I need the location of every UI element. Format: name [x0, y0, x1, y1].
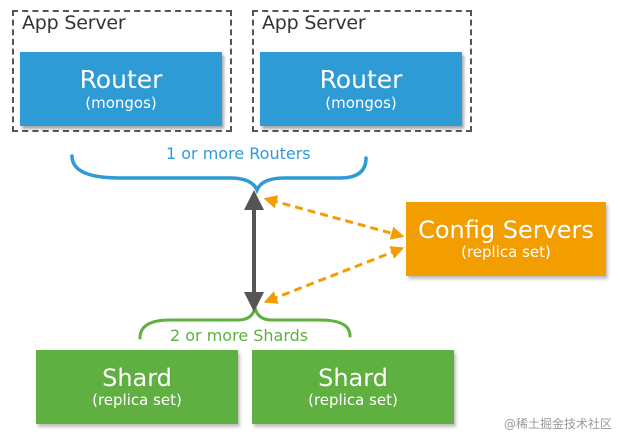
router-title: Router — [319, 65, 403, 95]
config-servers-box[interactable]: Config Servers (replica set) — [406, 202, 606, 276]
watermark-text: @稀土掘金技术社区 — [503, 417, 612, 431]
shard-config-arrow — [263, 246, 405, 304]
app-server-2: App Server Router (mongos) — [252, 10, 472, 132]
shard-title: Shard — [102, 363, 172, 392]
shard-title: Shard — [318, 363, 388, 392]
router-subtitle: (mongos) — [85, 93, 157, 112]
config-title: Config Servers — [418, 215, 594, 244]
app-server-1: App Server Router (mongos) — [12, 10, 232, 132]
router-config-arrow — [263, 195, 405, 240]
router-box-1[interactable]: Router (mongos) — [20, 52, 222, 126]
app-server-label: App Server — [22, 12, 126, 34]
shard-box-1[interactable]: Shard (replica set) — [36, 350, 238, 424]
router-box-2[interactable]: Router (mongos) — [260, 52, 462, 126]
shards-caption: 2 or more Shards — [170, 326, 309, 345]
config-subtitle: (replica set) — [461, 243, 551, 262]
shard-subtitle: (replica set) — [92, 391, 182, 410]
router-title: Router — [79, 65, 163, 95]
shard-box-2[interactable]: Shard (replica set) — [252, 350, 454, 424]
router-subtitle: (mongos) — [325, 93, 397, 112]
shard-subtitle: (replica set) — [308, 391, 398, 410]
routers-caption: 1 or more Routers — [166, 144, 311, 163]
app-server-label: App Server — [262, 12, 366, 34]
routers-brace — [70, 154, 368, 195]
